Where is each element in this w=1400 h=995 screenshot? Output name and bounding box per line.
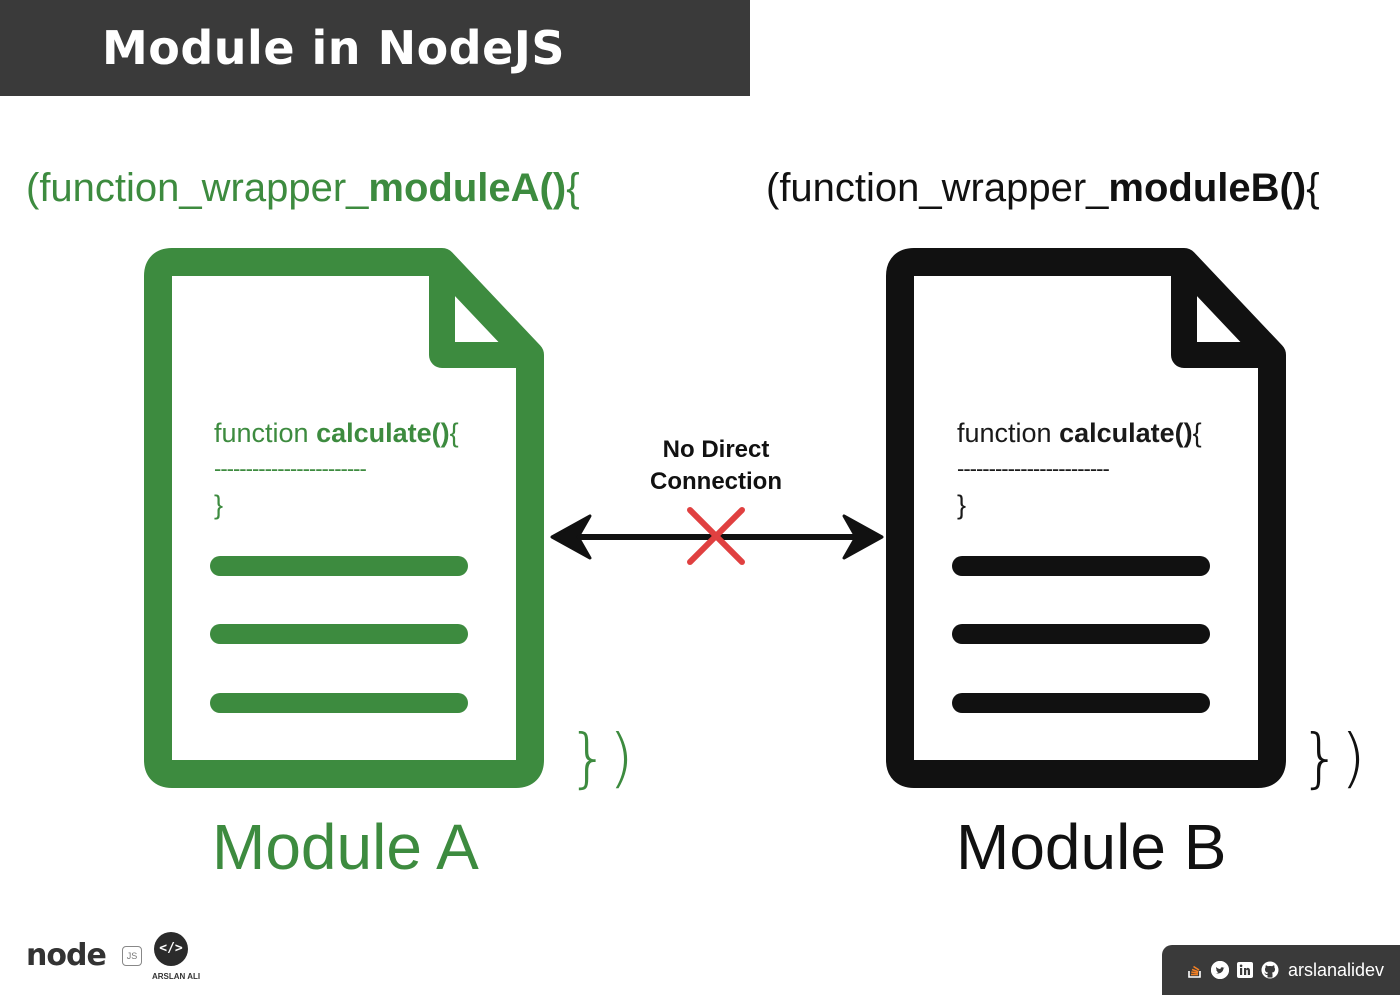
- page-title: Module in NodeJS: [102, 21, 566, 75]
- author-logo: </> ARSLAN ALI: [152, 932, 200, 981]
- connection-label-line1: No Direct: [662, 436, 770, 463]
- linkedin-icon[interactable]: [1236, 961, 1254, 979]
- connection-label: No Direct Connection: [616, 434, 816, 498]
- module-b-document-icon: [886, 248, 1286, 788]
- stackoverflow-icon[interactable]: [1186, 961, 1204, 979]
- module-a-wrapper-brace: {: [566, 166, 580, 210]
- social-handle[interactable]: arslanalidev: [1288, 959, 1385, 980]
- module-a-closing: }): [568, 722, 634, 796]
- module-a-code: function calculate(){ ------------------…: [214, 415, 459, 523]
- module-b-label: Module B: [956, 811, 1227, 883]
- module-a-close-brace: }: [214, 490, 224, 520]
- module-b-open-brace: {: [1192, 418, 1202, 448]
- module-b-close-brace: }: [957, 490, 967, 520]
- module-b-code-line1: function calculate(){: [957, 415, 1202, 451]
- module-b-function-name: calculate(): [1059, 418, 1193, 448]
- title-bar: Module in NodeJS: [0, 0, 750, 96]
- module-a-wrapper: (function_wrapper_moduleA(){: [26, 166, 580, 211]
- module-a-label: Module A: [212, 811, 479, 883]
- nodejs-js-badge: JS: [122, 946, 142, 966]
- module-a-code-line1: function calculate(){: [214, 415, 459, 451]
- nodejs-logo: node: [26, 938, 107, 973]
- module-a-document-icon: [144, 248, 544, 788]
- module-b-wrapper-prefix: (function_wrapper_: [766, 166, 1109, 210]
- module-a-wrapper-name: moduleA(): [368, 166, 567, 210]
- cross-icon: [687, 507, 745, 565]
- module-b-code: function calculate(){ ------------------…: [957, 415, 1202, 523]
- module-b-closing: }): [1300, 722, 1366, 796]
- module-b-wrapper-brace: {: [1306, 166, 1320, 210]
- module-a-code-dashes: ------------------------: [214, 456, 367, 481]
- module-b-keyword: function: [957, 418, 1060, 448]
- github-icon[interactable]: [1261, 961, 1279, 979]
- connection-label-line2: Connection: [650, 468, 782, 495]
- module-b-wrapper: (function_wrapper_moduleB(){: [766, 166, 1320, 211]
- module-a-keyword: function: [214, 418, 317, 448]
- twitter-icon[interactable]: [1211, 961, 1229, 979]
- module-a-open-brace: {: [449, 418, 459, 448]
- author-name: ARSLAN ALI: [152, 972, 201, 981]
- social-bar: arslanalidev: [1162, 945, 1400, 995]
- module-b-wrapper-name: moduleB(): [1108, 166, 1307, 210]
- code-icon: </>: [154, 932, 188, 966]
- module-b-code-dashes: ------------------------: [957, 456, 1110, 481]
- module-a-wrapper-prefix: (function_wrapper_: [26, 166, 369, 210]
- module-a-function-name: calculate(): [316, 418, 450, 448]
